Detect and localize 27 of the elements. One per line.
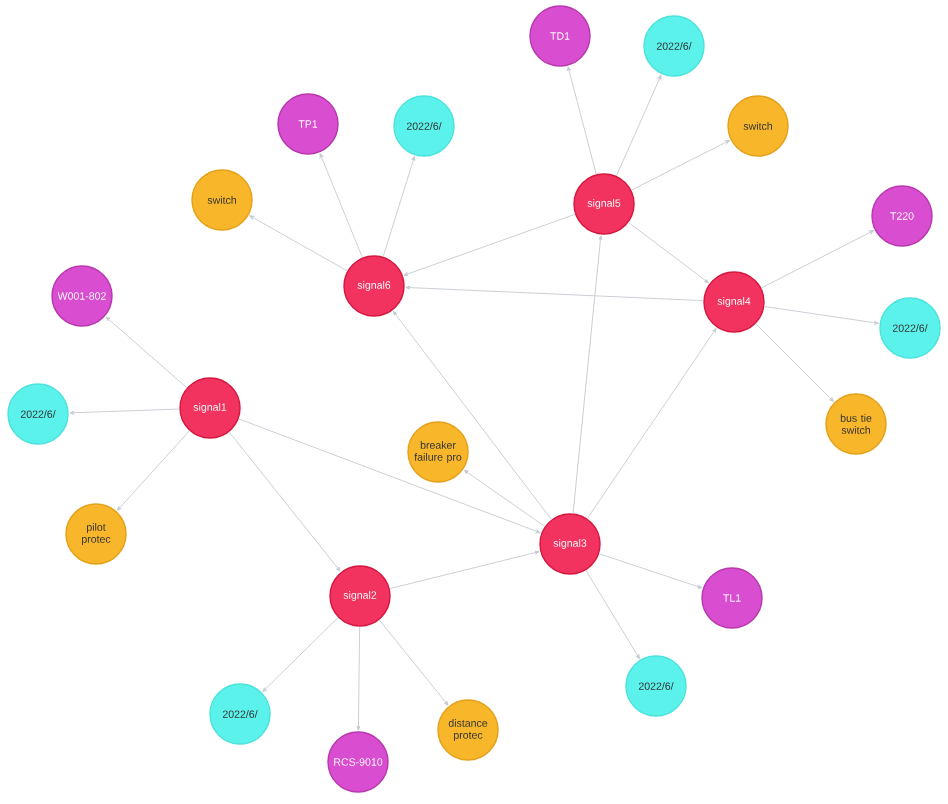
arrow bbox=[403, 213, 576, 276]
arrow bbox=[249, 215, 348, 272]
arrow bbox=[382, 156, 416, 258]
arrow bbox=[630, 139, 730, 191]
arrow bbox=[356, 626, 361, 731]
arrow bbox=[616, 74, 662, 177]
arrow bbox=[598, 553, 703, 589]
arrow bbox=[585, 569, 640, 660]
arrow bbox=[228, 431, 341, 572]
arrow bbox=[763, 306, 879, 325]
arrow bbox=[378, 619, 449, 706]
arrow bbox=[69, 408, 180, 415]
arrow bbox=[567, 66, 597, 175]
arrow bbox=[238, 418, 541, 534]
arrow bbox=[319, 153, 363, 258]
arrow bbox=[116, 430, 190, 511]
arrow bbox=[105, 316, 188, 389]
arrow bbox=[628, 222, 709, 284]
arrow bbox=[760, 230, 875, 289]
arrow bbox=[405, 285, 704, 302]
arrow bbox=[392, 310, 552, 520]
arrow bbox=[572, 235, 603, 514]
arrow bbox=[586, 327, 717, 520]
arrow bbox=[262, 617, 339, 693]
arrow bbox=[389, 550, 540, 590]
arrow bbox=[463, 469, 546, 527]
arrow bbox=[755, 323, 834, 402]
